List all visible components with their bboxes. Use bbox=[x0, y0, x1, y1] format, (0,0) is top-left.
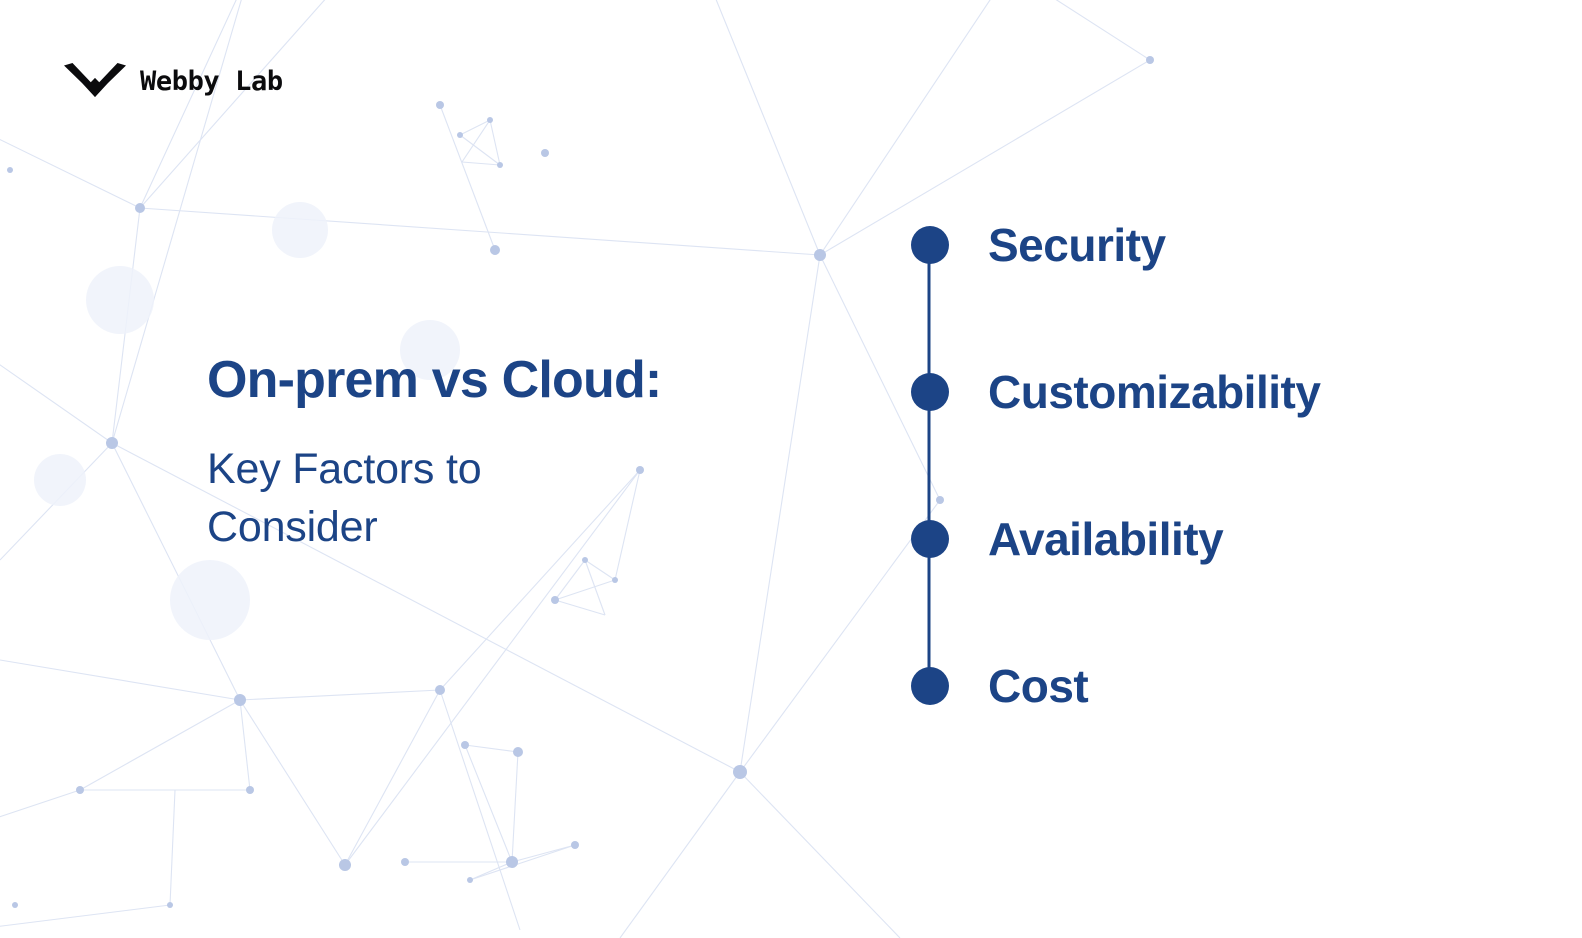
page-title: On-prem vs Cloud: bbox=[207, 351, 662, 409]
headline-block: On-prem vs Cloud: Key Factors to Conside… bbox=[207, 352, 827, 556]
brand-wordmark: Webby Lab bbox=[140, 65, 283, 97]
timeline-item-availability[interactable]: Availability bbox=[911, 516, 1471, 562]
timeline-item-label: Security bbox=[988, 219, 1166, 271]
timeline-item-cost[interactable]: Cost bbox=[911, 663, 1471, 709]
timeline-connector-line bbox=[927, 245, 931, 686]
timeline-item-security[interactable]: Security bbox=[911, 222, 1471, 268]
timeline-dot-icon bbox=[911, 373, 949, 411]
timeline-item-label: Availability bbox=[988, 513, 1224, 565]
timeline-dot-icon bbox=[911, 667, 949, 705]
timeline-item-label: Cost bbox=[988, 660, 1089, 712]
timeline-dot-icon bbox=[911, 520, 949, 558]
timeline-dot-icon bbox=[911, 226, 949, 264]
page-subtitle: Key Factors to Consider bbox=[207, 445, 482, 552]
brand-logo[interactable]: Webby Lab bbox=[64, 58, 283, 104]
timeline-item-customizability[interactable]: Customizability bbox=[911, 369, 1471, 415]
timeline-item-label: Customizability bbox=[988, 366, 1321, 418]
key-factors-timeline: Security Customizability Availability Co… bbox=[911, 222, 1471, 709]
webbylab-chevron-logo-icon bbox=[64, 63, 126, 97]
